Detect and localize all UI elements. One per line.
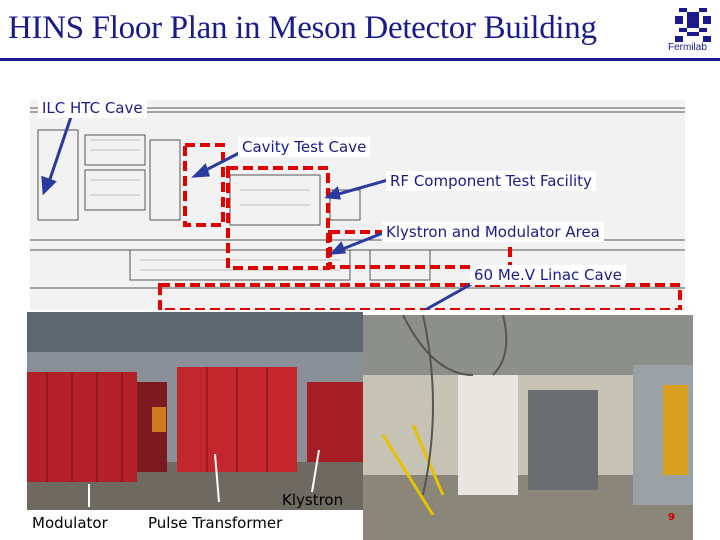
page-number: 9 xyxy=(668,512,675,523)
fermilab-logo-icon xyxy=(675,8,711,42)
caption-pulse-transformer: Pulse Transformer xyxy=(148,514,283,532)
label-linac-cave: 60 Me.V Linac Cave xyxy=(470,265,626,285)
slide-title: HINS Floor Plan in Meson Detector Buildi… xyxy=(8,10,597,46)
floor-plan-drawing xyxy=(30,100,685,310)
modulator-area-photo xyxy=(27,312,363,510)
label-ilc-htc-cave: ILC HTC Cave xyxy=(38,98,147,118)
caption-klystron: Klystron xyxy=(282,491,344,509)
rf-facility-photo xyxy=(363,315,693,540)
label-klystron-modulator-area: Klystron and Modulator Area xyxy=(382,222,604,242)
caption-modulator: Modulator xyxy=(32,514,108,532)
logo-text: Fermilab xyxy=(668,42,707,53)
title-rule xyxy=(0,58,720,61)
label-cavity-test-cave: Cavity Test Cave xyxy=(238,137,371,157)
label-rf-component-test-facility: RF Component Test Facility xyxy=(386,171,596,191)
